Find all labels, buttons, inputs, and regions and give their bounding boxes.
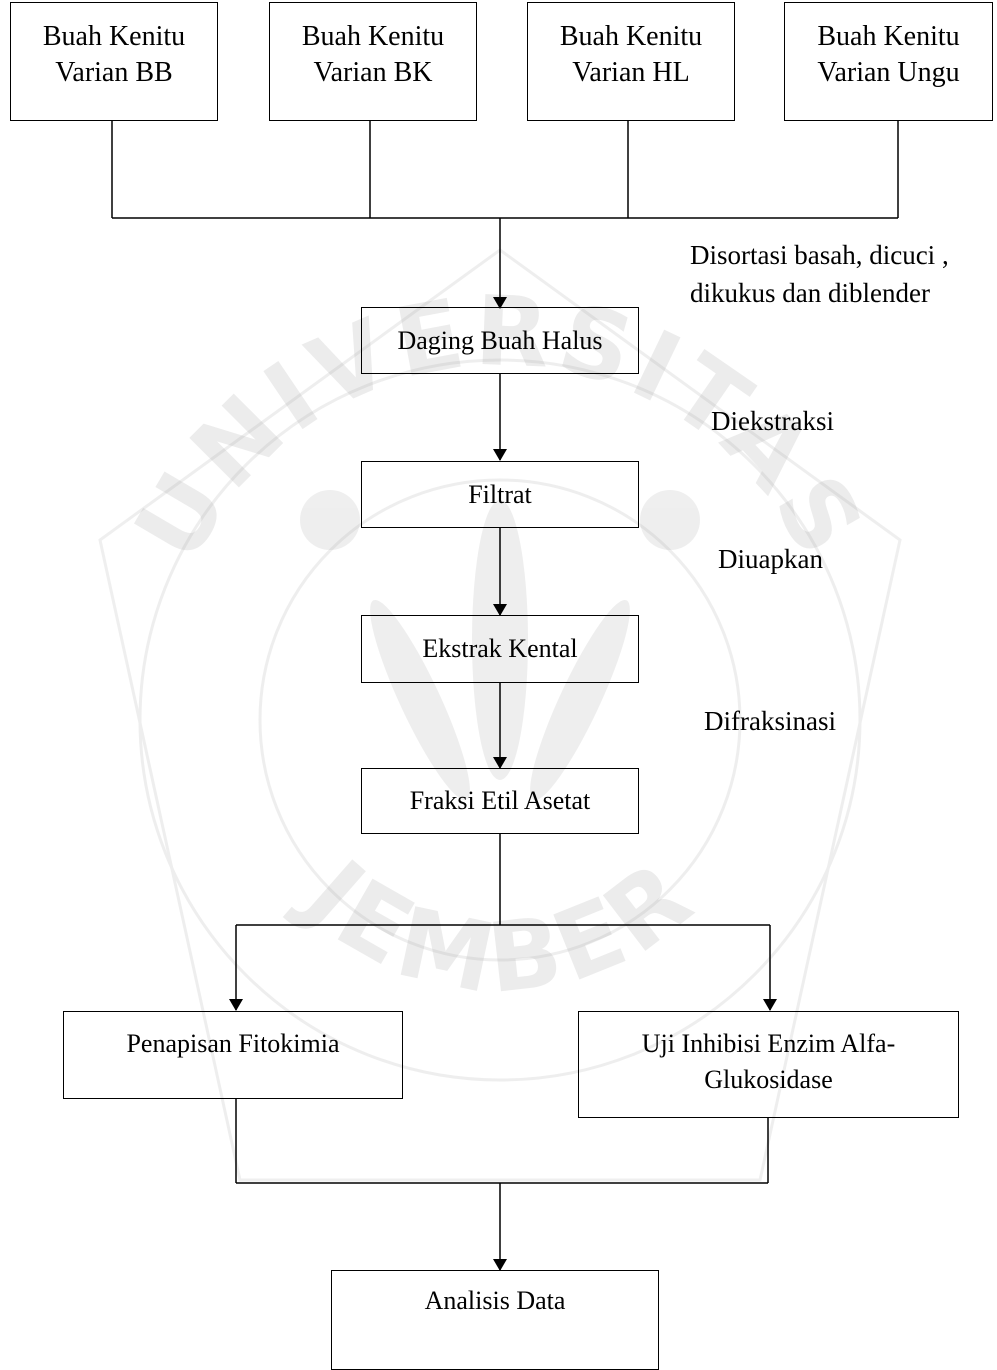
step-uji-inhibisi: Uji Inhibisi Enzim Alfa- Glukosidase [578,1011,959,1118]
label-diekstraksi: Diekstraksi [711,406,834,436]
label-sortasi-line2: dikukus dan diblender [690,278,930,308]
source-hl-line2: Varian HL [572,57,690,88]
step-daging-label: Daging Buah Halus [397,325,603,355]
source-ungu-line1: Buah Kenitu [817,21,960,52]
step-uji-label-line2: Glukosidase [704,1065,833,1094]
label-diuapkan: Diuapkan [718,544,823,574]
step-filtrat-label: Filtrat [468,479,532,509]
label-sortasi: Disortasi basah, dicuci , dikukus dan di… [690,236,949,312]
step-analisis-label: Analisis Data [424,1286,566,1315]
source-bk-line2: Varian BK [313,57,433,88]
step-uji-label-line1: Uji Inhibisi Enzim Alfa- [641,1029,896,1058]
step-fraksi-etil-asetat: Fraksi Etil Asetat [361,768,639,834]
step-ekstrak-kental: Ekstrak Kental [361,615,639,683]
label-difraksinasi: Difraksinasi [704,706,836,736]
step-analisis-data: Analisis Data [331,1270,659,1370]
source-ungu-line2: Varian Ungu [817,57,960,88]
source-bb-line2: Varian BB [55,57,173,88]
step-filtrat: Filtrat [361,461,639,528]
source-bb-line1: Buah Kenitu [42,21,186,52]
step-daging-buah-halus: Daging Buah Halus [361,307,639,374]
step-penapisan-fitokimia: Penapisan Fitokimia [63,1011,403,1099]
step-fraksi-label: Fraksi Etil Asetat [409,786,591,815]
source-bk-line1: Buah Kenitu [301,21,445,52]
label-sortasi-line1: Disortasi basah, dicuci , [690,240,949,270]
step-ekstrak-label: Ekstrak Kental [422,634,578,663]
step-penapisan-label: Penapisan Fitokimia [126,1029,340,1058]
source-hl-line1: Buah Kenitu [559,21,703,52]
